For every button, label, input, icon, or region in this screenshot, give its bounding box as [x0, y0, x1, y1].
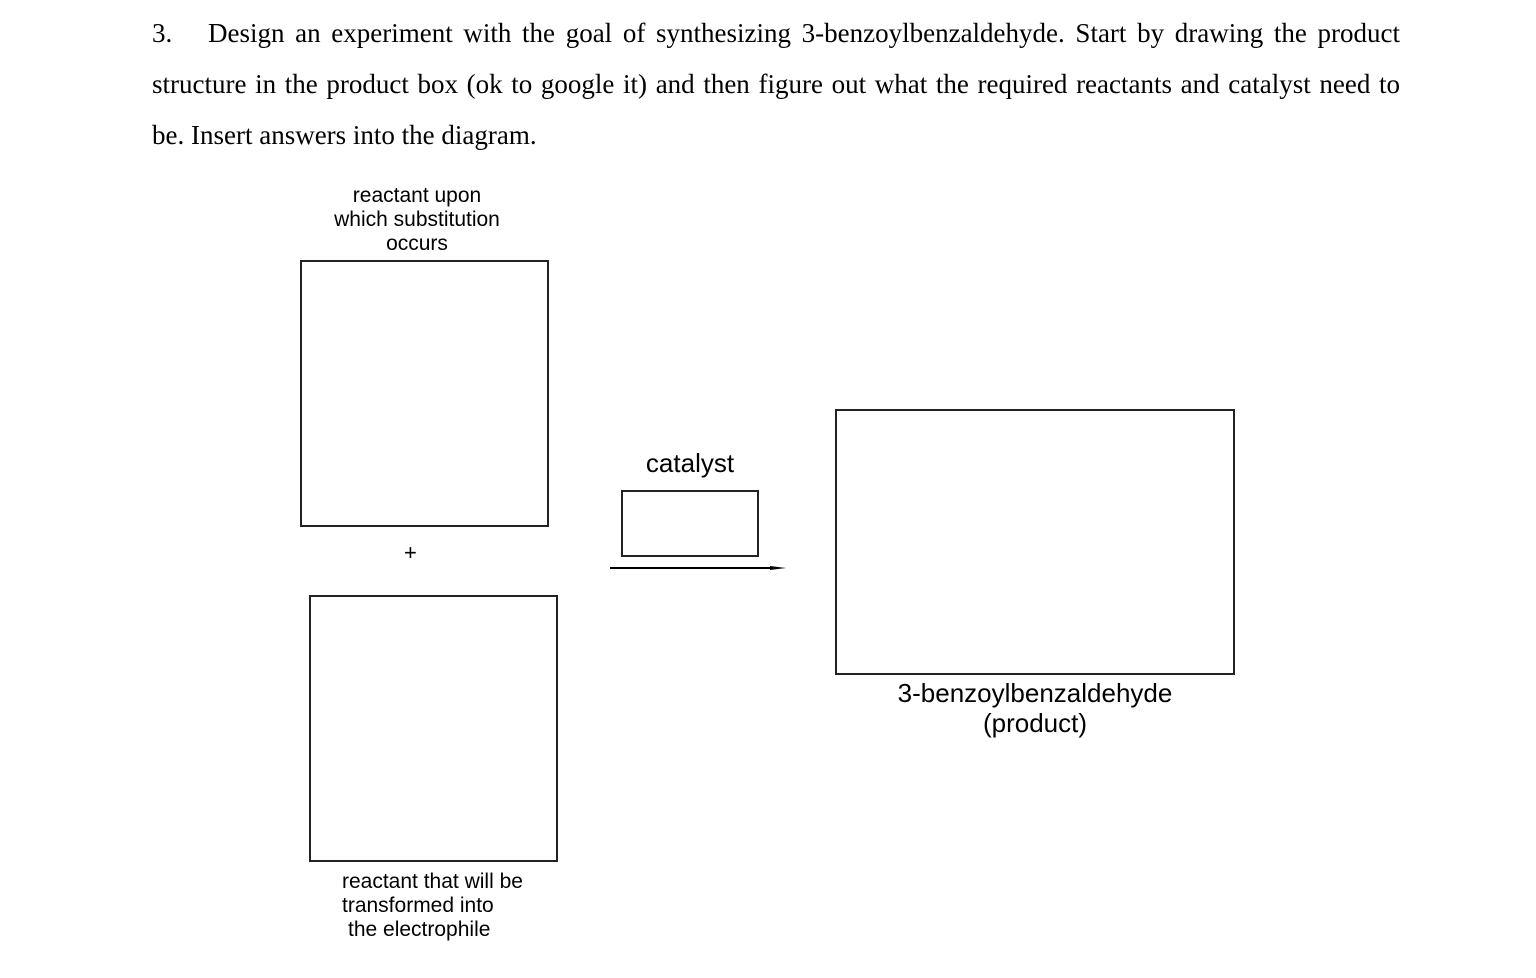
reactant2-label-line: the electrophile	[348, 918, 491, 941]
reactant1-label-line: occurs	[386, 232, 448, 255]
reactant1-label-line: which substitution	[334, 208, 500, 231]
reaction-arrow-icon	[610, 566, 786, 570]
catalyst-label: catalyst	[645, 448, 735, 478]
reactant1-label-line: reactant upon	[352, 184, 482, 207]
question-body: Design an experiment with the goal of sy…	[152, 18, 1400, 150]
product-label-line: 3-benzoylbenzaldehyde	[897, 678, 1173, 708]
product-box[interactable]	[835, 409, 1235, 675]
plus-sign: +	[404, 540, 417, 565]
reactant2-label-line: reactant that will be	[342, 870, 523, 893]
question-text: 3.Design an experiment with the goal of …	[152, 8, 1400, 161]
catalyst-box[interactable]	[621, 490, 759, 557]
reactant2-label-line: transformed into	[342, 894, 494, 917]
question-number: 3.	[152, 18, 173, 48]
reactant2-box[interactable]	[309, 595, 558, 862]
reactant1-label: reactant upon which substitution occurs	[300, 184, 534, 256]
reactant1-box[interactable]	[300, 260, 549, 527]
reactant2-label: reactant that will be transformed into t…	[342, 870, 523, 942]
product-label: 3-benzoylbenzaldehyde (product)	[835, 678, 1235, 738]
product-label-line: (product)	[982, 708, 1088, 738]
